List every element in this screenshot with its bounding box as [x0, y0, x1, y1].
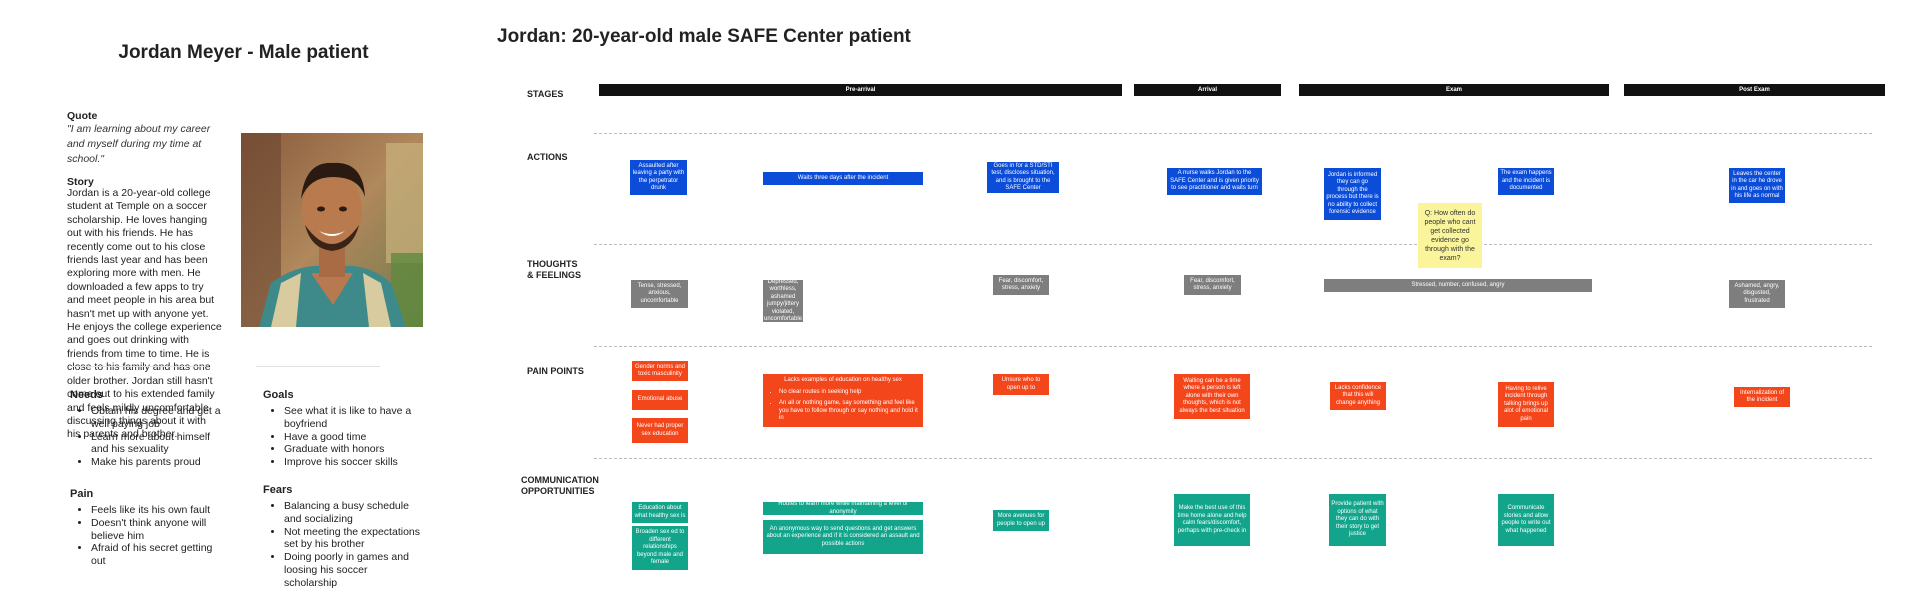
opportunity-card: More avenues for people to open up	[993, 510, 1049, 531]
goals-item: Graduate with honors	[284, 443, 423, 456]
divider	[72, 366, 206, 367]
goals-item: See what it is like to have a boyfriend	[284, 405, 423, 431]
thought-card: Ashamed, angry, disgusted, frustrated	[1729, 280, 1785, 308]
pain-point-bullet: No clear routes in seeking help	[779, 389, 919, 397]
portrait-image	[241, 133, 423, 327]
pain-point-card: Waiting can be a time where a person is …	[1174, 374, 1250, 419]
opportunity-card: Routes to learn more while maintaining a…	[763, 501, 923, 515]
fears-section: Fears Balancing a busy schedule and soci…	[263, 484, 423, 590]
fears-title: Fears	[263, 484, 293, 496]
goals-item: Improve his soccer skills	[284, 456, 423, 469]
action-card: Jordan is informed they can go through t…	[1324, 168, 1381, 220]
stage-post-exam: Post Exam	[1624, 84, 1885, 96]
opportunity-card: Make the best use of this time home alon…	[1174, 494, 1250, 546]
row-label-actions: ACTIONS	[527, 152, 568, 162]
goals-item: Have a good time	[284, 431, 423, 444]
persona-name: Jordan Meyer - Male patient	[118, 42, 369, 63]
pain-title: Pain	[70, 488, 94, 500]
stage-exam: Exam	[1299, 84, 1609, 96]
pain-item: Doesn't think anyone will believe him	[91, 517, 225, 543]
opportunity-card: Education about what healthy sex is	[632, 502, 688, 523]
pain-section: Pain Feels like its his own fault Doesn'…	[70, 488, 225, 568]
pain-point-card: Having to relive incident through talkin…	[1498, 382, 1554, 427]
row-label-communication: COMMUNICATION	[521, 475, 599, 485]
row-label-feelings: & FEELINGS	[527, 270, 582, 280]
quote-label: Quote	[67, 110, 98, 122]
pain-point-card: Emotional abuse	[632, 390, 688, 410]
row-label-thoughts: THOUGHTS	[527, 259, 578, 269]
action-card: Waits three days after the incident	[763, 172, 923, 185]
goals-title: Goals	[263, 389, 294, 401]
stage-pre-arrival: Pre-arrival	[599, 84, 1122, 96]
action-card: Leaves the center in the car he drove in…	[1729, 168, 1785, 203]
stage-arrival: Arrival	[1134, 84, 1281, 96]
thought-card: Depressed, worthless, ashamed jumpy/jitt…	[763, 278, 803, 322]
action-card: Goes in for a STD/STI test, discloses si…	[987, 162, 1059, 193]
pain-point-card: Gender norms and toxic masculinity	[632, 361, 688, 381]
row-separator	[594, 458, 1872, 459]
needs-title: Needs	[70, 389, 104, 401]
pain-point-title: Lacks examples of education on healthy s…	[784, 377, 902, 383]
row-label-opportunities: OPPORTUNITIES	[521, 486, 595, 496]
persona-photo	[241, 133, 423, 327]
question-sticky-note: Q: How often do people who cant get coll…	[1418, 203, 1482, 268]
row-label-pain-points: PAIN POINTS	[527, 366, 584, 376]
action-card: Assaulted after leaving a party with the…	[630, 160, 687, 195]
needs-item: Make his parents proud	[91, 456, 225, 469]
opportunity-card: Provide patient with options of what the…	[1329, 494, 1386, 546]
divider	[256, 366, 380, 367]
needs-item: Learn more about himself and his sexuali…	[91, 431, 225, 457]
pain-point-card: Internalization of the incident	[1734, 387, 1790, 407]
pain-item: Feels like its his own fault	[91, 504, 225, 517]
needs-section: Needs Obtain his degree and get a well p…	[70, 389, 225, 469]
thought-card: Fear, discomfort, stress, anxiety	[1184, 275, 1241, 295]
opportunity-card: Broaden sex ed to different relationship…	[632, 526, 688, 570]
pain-point-bullet: An all or nothing game, say something an…	[779, 400, 919, 423]
thought-card: Fear, discomfort, stress, anxiety	[993, 275, 1049, 295]
fears-item: Doing poorly in games and loosing his so…	[284, 551, 423, 589]
thought-card: Tense, stressed, anxious, uncomfortable	[631, 280, 688, 308]
thought-card: Stressed, number, confused, angry	[1324, 279, 1592, 292]
story-text: Jordan is a 20-year-old college student …	[67, 187, 222, 441]
pain-item: Afraid of his secret getting out	[91, 542, 225, 568]
fears-item: Not meeting the expectations set by his …	[284, 526, 423, 552]
quote-text: "I am learning about my career and mysel…	[67, 123, 211, 165]
pain-point-card: Unsure who to open up to	[993, 374, 1049, 395]
journey-title: Jordan: 20-year-old male SAFE Center pat…	[497, 26, 911, 47]
opportunity-card: Communicate stories and allow people to …	[1498, 494, 1554, 546]
opportunity-card: An anonymous way to send questions and g…	[763, 520, 923, 554]
action-card: A nurse walks Jordan to the SAFE Center …	[1167, 168, 1262, 195]
needs-item: Obtain his degree and get a well paying …	[91, 405, 225, 431]
pain-point-card: Lacks confidence that this will change a…	[1330, 382, 1386, 410]
row-separator	[594, 346, 1872, 347]
goals-section: Goals See what it is like to have a boyf…	[263, 389, 423, 469]
pain-point-card: Never had proper sex education	[632, 418, 688, 443]
row-label-stages: STAGES	[527, 89, 564, 99]
pain-point-card-education: Lacks examples of education on healthy s…	[763, 374, 923, 427]
row-separator	[594, 133, 1872, 134]
fears-item: Balancing a busy schedule and socializin…	[284, 500, 423, 526]
action-card: The exam happens and the incident is doc…	[1498, 168, 1554, 195]
story-label: Story	[67, 176, 94, 188]
row-separator	[594, 244, 1872, 245]
